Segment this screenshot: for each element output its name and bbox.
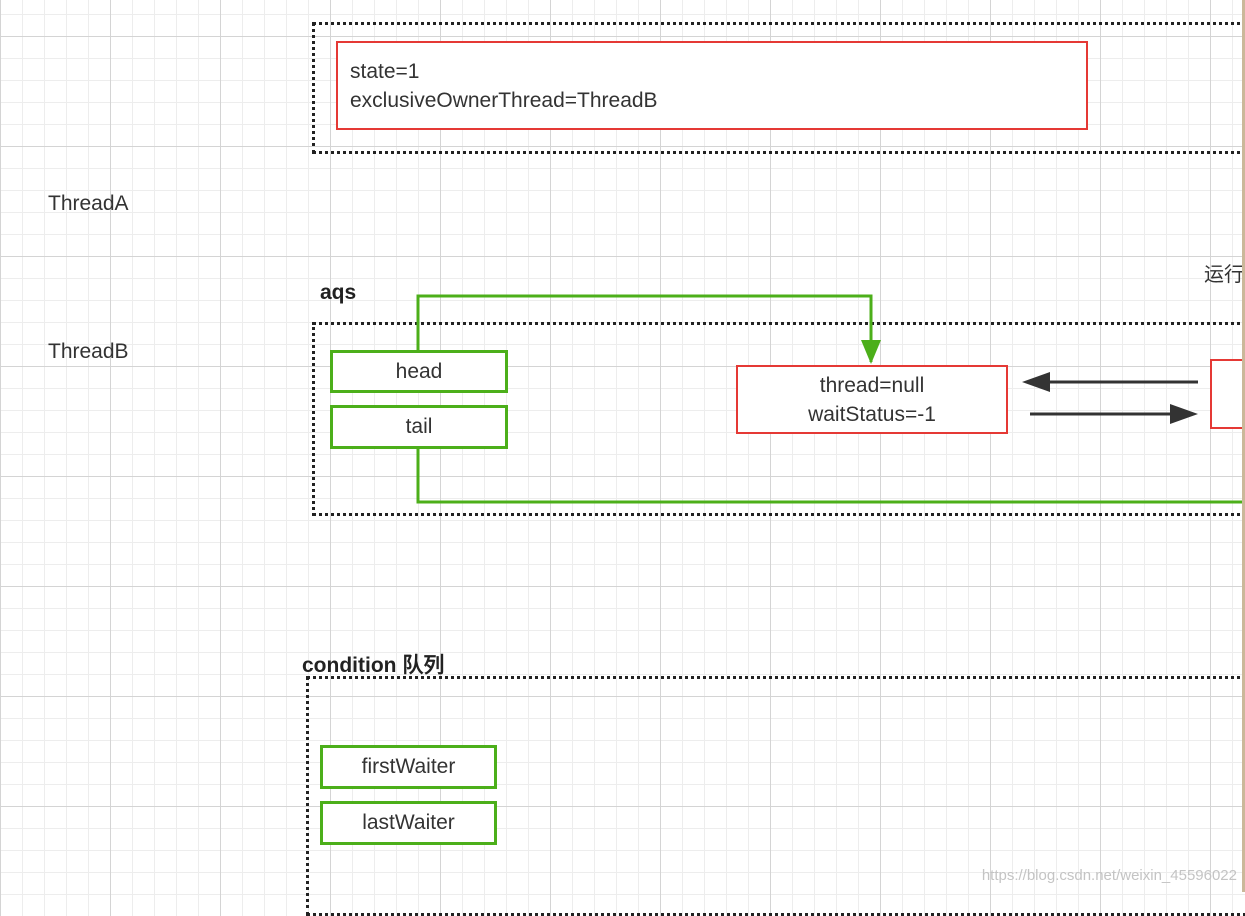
head-pointer-box[interactable]: head: [330, 350, 508, 393]
running-label: 运行: [1204, 264, 1244, 286]
first-waiter-box[interactable]: firstWaiter: [320, 745, 497, 789]
aqs-label: aqs: [320, 281, 357, 304]
head-pointer-arrowhead: [861, 340, 881, 364]
tail-label: tail: [405, 415, 433, 438]
thread-a-label: ThreadA: [48, 192, 129, 215]
watermark: https://blog.csdn.net/weixin_45596022: [981, 867, 1237, 884]
first-waiter-label: firstWaiter: [361, 755, 456, 778]
node-wait-status-value: waitStatus=-1: [808, 403, 936, 426]
tail-pointer-line: [416, 449, 1245, 504]
head-label: head: [395, 359, 443, 383]
thread-b-label: ThreadB: [48, 340, 129, 363]
aqs-group: [312, 322, 1245, 516]
last-waiter-box[interactable]: lastWaiter: [320, 801, 497, 845]
aqs-head-node[interactable]: thread=null waitStatus=-1: [736, 365, 1008, 434]
aqs-connectors: [416, 294, 1245, 504]
node-thread-value: thread=null: [819, 374, 925, 397]
next-link-arrowhead: [1170, 404, 1198, 424]
right-edge-strip: [1242, 0, 1245, 892]
last-waiter-label: lastWaiter: [362, 811, 455, 834]
condition-queue-label: condition 队列: [302, 654, 445, 677]
state-value: state=1: [350, 60, 420, 83]
tail-pointer-box[interactable]: tail: [330, 405, 508, 449]
prev-link-arrowhead: [1022, 372, 1050, 392]
lock-state-box[interactable]: state=1 exclusiveOwnerThread=ThreadB: [336, 41, 1088, 130]
head-pointer-line: [416, 294, 873, 362]
aqs-next-node[interactable]: [1210, 359, 1245, 429]
lock-state-group: [312, 22, 1245, 154]
exclusive-owner-thread-value: exclusiveOwnerThread=ThreadB: [350, 89, 658, 112]
